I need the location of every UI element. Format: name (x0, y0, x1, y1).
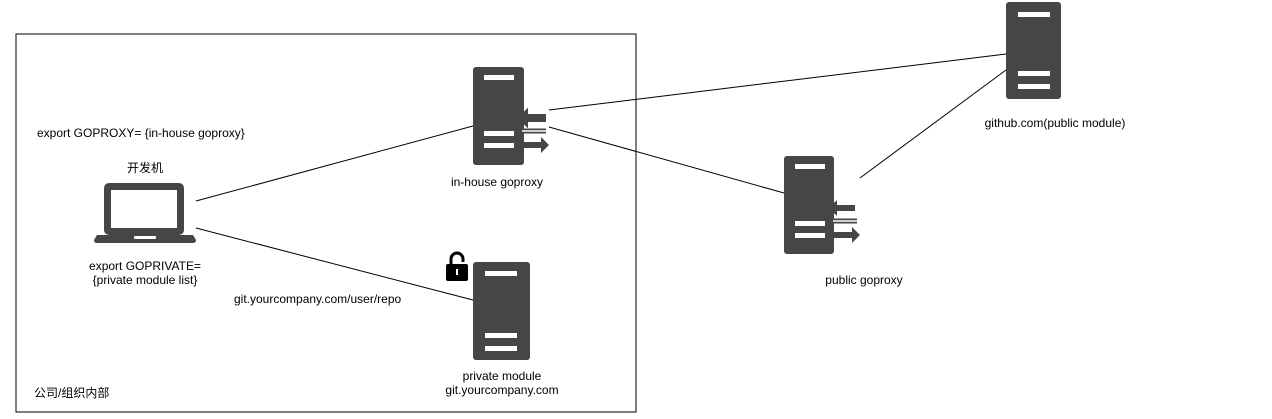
server-proxy-icon-inhouse (473, 67, 549, 165)
org-internal-label: 公司/组织内部 (34, 386, 110, 400)
server-icon-private (473, 262, 530, 360)
env-goprivate-label-line1: export GOPRIVATE= (89, 259, 201, 273)
connector-laptop-private (195, 227, 474, 301)
dev-machine-label: 开发机 (126, 161, 164, 175)
inhouse-goproxy-label: in-house goproxy (450, 175, 544, 189)
connector-public-github (859, 69, 1007, 179)
server-proxy-icon-public (784, 156, 860, 254)
server-icon-github (1006, 2, 1061, 99)
github-label: github.com(public module) (984, 116, 1126, 130)
env-goproxy-label: export GOPROXY= {in-house goproxy} (37, 126, 245, 140)
env-goprivate-label-line2: {private module list} (92, 273, 198, 287)
laptop-icon (94, 183, 196, 243)
connector-laptop-inhouse (195, 125, 474, 202)
public-goproxy-label: public goproxy (825, 273, 903, 287)
connector-inhouse-github (548, 53, 1007, 111)
org-boundary-box (15, 33, 637, 413)
connector-inhouse-public (548, 126, 785, 194)
private-module-label-line1: private module (462, 369, 542, 383)
padlock-icon (446, 251, 468, 281)
repo-path-label: git.yourcompany.com/user/repo (234, 292, 402, 306)
private-module-label-line2: git.yourcompany.com (445, 383, 559, 397)
